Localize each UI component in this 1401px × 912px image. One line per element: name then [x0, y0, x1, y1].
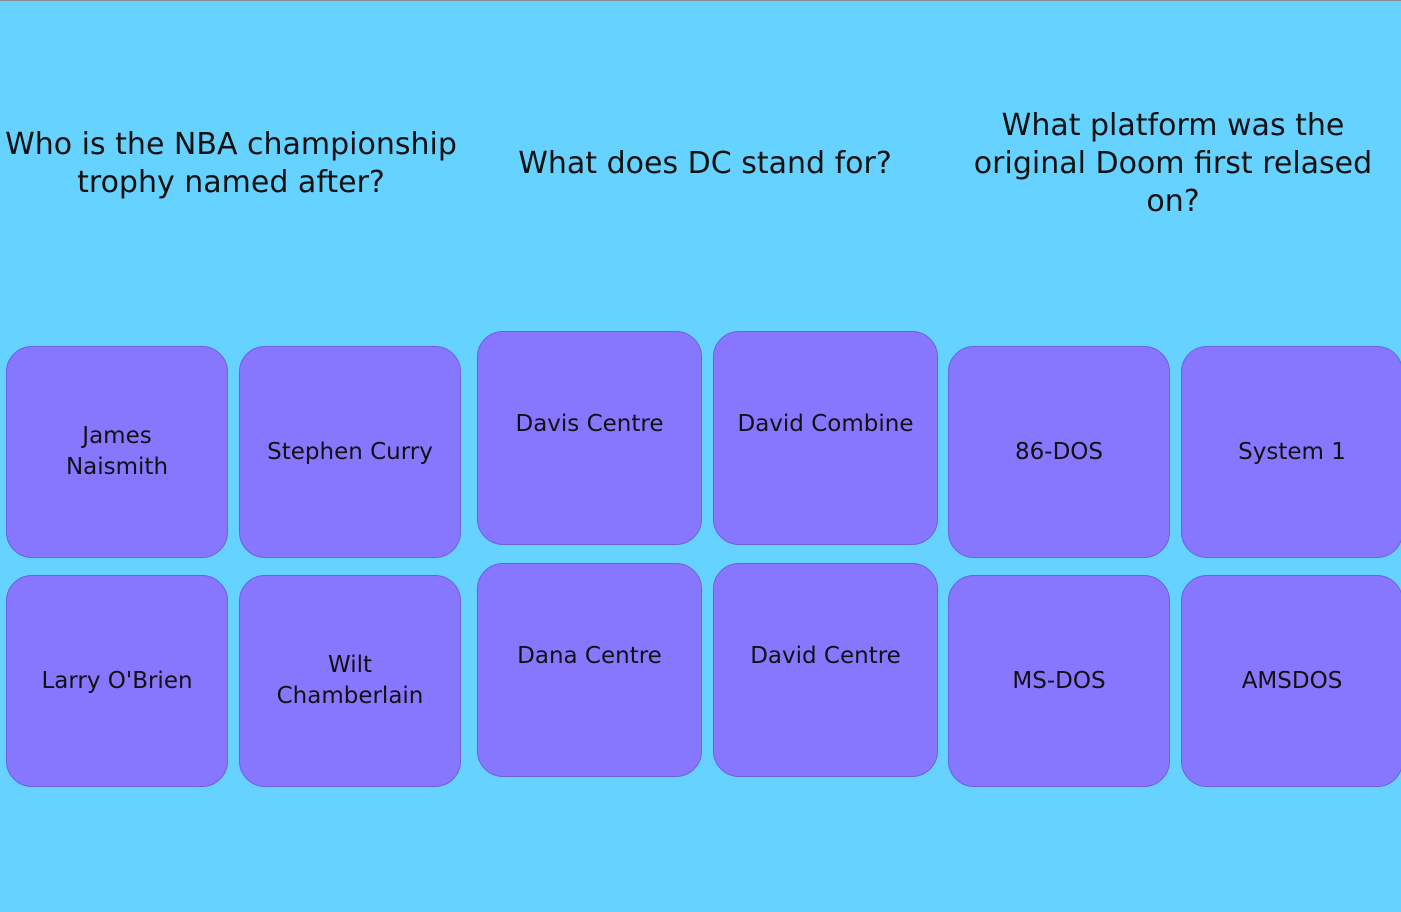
question-2-text: What does DC stand for? — [518, 146, 892, 181]
answer-tile-larry-obrien[interactable]: Larry O'Brien — [6, 575, 228, 787]
answer-label: Wilt Chamberlain — [276, 652, 424, 709]
answer-tile-86-dos[interactable]: 86-DOS — [948, 346, 1170, 558]
answer-tile-david-combine[interactable]: David Combine — [713, 331, 938, 545]
answer-label: 86-DOS — [1015, 438, 1103, 465]
question-1-text: Who is the NBA championship trophy named… — [5, 127, 457, 200]
answer-label: System 1 — [1238, 438, 1346, 465]
answer-tile-davis-centre[interactable]: Davis Centre — [477, 331, 702, 545]
answer-label: AMSDOS — [1241, 667, 1343, 694]
answer-label: David Combine — [737, 410, 914, 437]
answer-tile-david-centre[interactable]: David Centre — [713, 563, 938, 777]
answer-tile-stephen-curry[interactable]: Stephen Curry — [239, 346, 461, 558]
question-3-text: What platform was the original Doom firs… — [973, 108, 1373, 219]
answer-tile-amsdos[interactable]: AMSDOS — [1181, 575, 1401, 787]
answer-tile-wilt-chamberlain[interactable]: Wilt Chamberlain — [239, 575, 461, 787]
answer-tile-system-1[interactable]: System 1 — [1181, 346, 1401, 558]
answer-label: Dana Centre — [517, 642, 662, 669]
answer-label: David Centre — [750, 642, 901, 669]
answer-label: Davis Centre — [515, 410, 664, 437]
answer-tile-james-naismith[interactable]: James Naismith — [6, 346, 228, 558]
answer-label: Larry O'Brien — [41, 667, 193, 694]
top-border — [0, 0, 1401, 1]
answer-tile-dana-centre[interactable]: Dana Centre — [477, 563, 702, 777]
answer-label: James Naismith — [65, 423, 169, 480]
answer-tile-ms-dos[interactable]: MS-DOS — [948, 575, 1170, 787]
answer-label: MS-DOS — [1012, 667, 1106, 694]
answer-label: Stephen Curry — [267, 438, 433, 465]
